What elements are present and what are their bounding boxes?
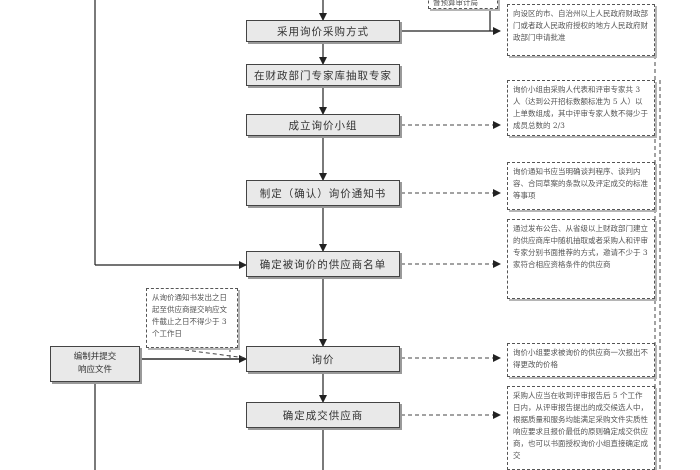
step-form-inquiry-group: 成立询价小组 [246, 114, 400, 136]
step-extract-experts: 在财政部门专家库抽取专家 [246, 64, 400, 86]
step-adopt-inquiry-method: 采用询价采购方式 [246, 20, 400, 42]
step-inquiry: 询价 [246, 346, 400, 372]
note-notice-content: 询价通知书应当明确谈判程序、谈判内容、合同草案的条款以及评定成交的标准等事项 [507, 162, 655, 210]
note-one-time-quote: 询价小组要求被询价的供应商一次报出不得更改的价格 [507, 343, 655, 377]
step-determine-suppliers: 确定被询价的供应商名单 [246, 251, 400, 277]
note-approval: 向设区的市、自治州以上人民政府财政部门或者政人民政府授权的地方人民政府财政部门申… [507, 4, 655, 56]
step-determine-winner: 确定成交供应商 [246, 402, 400, 428]
note-winner-rule: 采购人应当在收到评审报告后 5 个工作日内，从评审报告提出的成交候选人中，根据质… [507, 386, 655, 470]
step-make-inquiry-notice: 制定（确认）询价通知书 [246, 180, 400, 206]
note-submission-deadline: 从询价通知书发出之日起至供应商提交响应文件截止之日不得少于 3 个工作日 [146, 288, 238, 348]
note-group-composition: 询价小组由采购人代表和评审专家共 3 人（达到公开招标数额标准为 5 人）以上单… [507, 80, 655, 136]
side-prepare-response-file: 编制并提交 响应文件 [50, 346, 140, 382]
note-supplier-selection: 通过发布公告、从省级以上财政部门建立的供应商库中随机抽取或者采购人和评审专家分别… [507, 219, 655, 299]
note-top-partial: 督预算审计局 [428, 0, 498, 9]
